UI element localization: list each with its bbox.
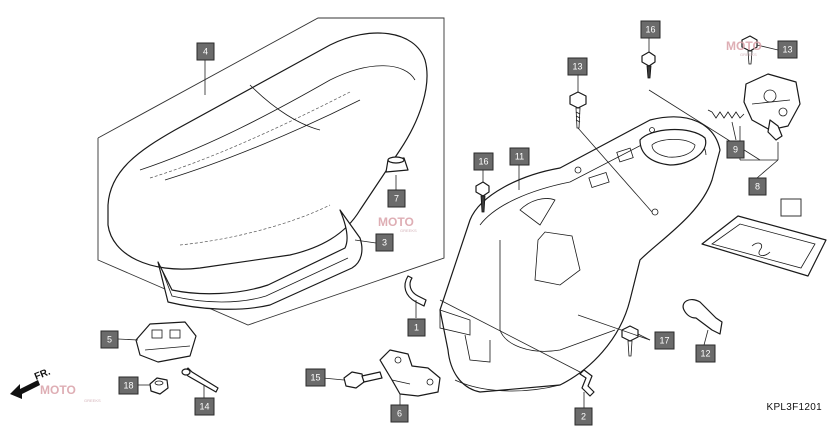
callout-18-text: 18 xyxy=(123,381,133,391)
callout-7: 7 xyxy=(387,189,406,208)
rubber-stopper xyxy=(385,156,409,173)
callout-14-text: 14 xyxy=(199,402,209,412)
strap xyxy=(682,298,723,335)
svg-text:MOTO: MOTO xyxy=(378,215,414,229)
callout-3: 3 xyxy=(375,233,394,252)
callout-5-text: 5 xyxy=(107,335,112,345)
svg-text:GREEKS: GREEKS xyxy=(740,52,757,57)
empty-callout-box xyxy=(780,198,802,217)
watermark-bottom-left: MOTO GREEKS xyxy=(40,383,101,403)
callout-13-right: 13 xyxy=(777,40,798,59)
callout-6-text: 6 xyxy=(397,409,402,419)
bolt-17 xyxy=(621,325,639,357)
callout-6: 6 xyxy=(390,404,409,423)
callout-18: 18 xyxy=(118,376,139,395)
manual-bag xyxy=(701,215,827,277)
callout-12-text: 12 xyxy=(700,349,710,359)
bolt-13-right xyxy=(741,35,758,65)
svg-text:GREEKS: GREEKS xyxy=(84,398,101,403)
bolt-15 xyxy=(343,371,383,389)
callout-3-text: 3 xyxy=(382,238,387,248)
watermark-center: MOTO GREEKS xyxy=(378,215,417,233)
callout-17: 17 xyxy=(654,331,675,350)
callout-13-right-text: 13 xyxy=(782,45,792,55)
svg-text:MOTO: MOTO xyxy=(40,383,76,397)
callout-2-text: 2 xyxy=(581,412,586,422)
watermark-top-right: MOTO GREEKS xyxy=(726,39,762,57)
callout-15: 15 xyxy=(305,368,326,387)
seat-part xyxy=(107,32,428,270)
callout-13-left: 13 xyxy=(567,57,588,76)
callout-11: 11 xyxy=(509,147,530,166)
clip-1 xyxy=(404,275,427,307)
callout-12: 12 xyxy=(695,344,716,363)
latch-hinge xyxy=(379,349,441,397)
callout-1-text: 1 xyxy=(414,323,419,333)
seat-lock xyxy=(743,73,801,141)
clip-2 xyxy=(579,369,595,397)
callout-11-text: 11 xyxy=(515,152,524,162)
callout-4: 4 xyxy=(196,42,215,61)
front-label: FR. xyxy=(33,366,52,382)
callout-15-text: 15 xyxy=(310,373,320,383)
callout-8: 8 xyxy=(748,177,767,196)
seat-gasket xyxy=(157,209,363,310)
callout-13-left-text: 13 xyxy=(572,62,582,72)
callout-8-text: 8 xyxy=(755,182,760,192)
spring xyxy=(707,109,745,119)
hinge-bolt xyxy=(181,367,219,393)
callout-17-text: 17 xyxy=(659,336,669,346)
bolt-13-left xyxy=(569,91,587,129)
callout-4-text: 4 xyxy=(203,47,208,57)
hinge-bracket xyxy=(135,321,197,363)
seat-group-outline xyxy=(97,17,445,326)
luggage-box xyxy=(439,116,721,393)
flange-nut xyxy=(149,377,169,395)
callout-7-text: 7 xyxy=(394,194,399,204)
callout-16-top-text: 16 xyxy=(645,25,655,35)
svg-text:GREEKS: GREEKS xyxy=(400,228,417,233)
svg-text:MOTO: MOTO xyxy=(726,39,762,53)
diagram-code: KPL3F1201 xyxy=(766,402,822,413)
callout-5: 5 xyxy=(100,330,119,349)
callout-16-left: 16 xyxy=(473,152,494,171)
callout-9-text: 9 xyxy=(733,145,738,155)
callout-16-top: 16 xyxy=(640,20,661,39)
bolt-16-top xyxy=(641,51,656,79)
callout-9: 9 xyxy=(726,140,745,159)
callout-1: 1 xyxy=(407,318,426,337)
callout-16-left-text: 16 xyxy=(478,157,488,167)
callout-14: 14 xyxy=(194,397,215,416)
callout-2: 2 xyxy=(574,407,593,426)
